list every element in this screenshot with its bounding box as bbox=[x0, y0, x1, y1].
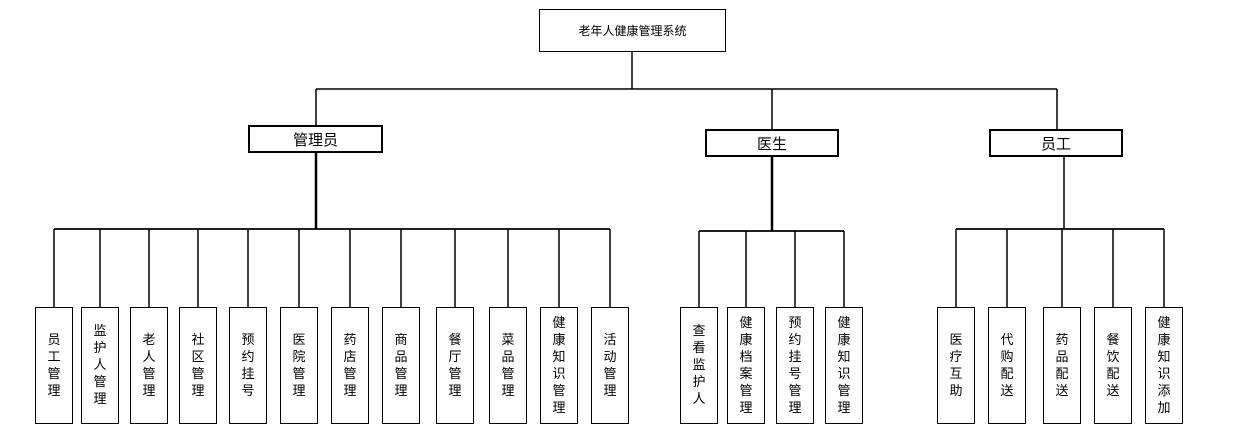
leaf-label: 商品管理 bbox=[394, 332, 408, 399]
leaf-node: 预约挂号 bbox=[229, 307, 267, 424]
leaf-node: 餐厅管理 bbox=[436, 307, 474, 424]
leaf-label: 药店管理 bbox=[343, 332, 357, 399]
leaf-node: 医疗互助 bbox=[937, 307, 975, 424]
leaf-label: 监护人管理 bbox=[93, 324, 107, 407]
leaf-label: 预约挂号管理 bbox=[788, 315, 802, 416]
leaf-label: 医疗互助 bbox=[949, 332, 963, 399]
leaf-label: 健康知识管理 bbox=[837, 315, 851, 416]
leaf-node: 医院管理 bbox=[280, 307, 318, 424]
leaf-node: 健康知识管理 bbox=[540, 307, 578, 424]
leaf-node: 健康知识管理 bbox=[825, 307, 863, 424]
role-label: 管理员 bbox=[292, 130, 338, 149]
leaf-label: 预约挂号 bbox=[241, 332, 255, 399]
leaf-label: 药品配送 bbox=[1055, 332, 1069, 399]
leaf-label: 餐饮配送 bbox=[1106, 332, 1120, 399]
leaf-label: 健康知识添加 bbox=[1157, 315, 1171, 416]
leaf-node: 活动管理 bbox=[591, 307, 629, 424]
leaf-label: 医院管理 bbox=[292, 332, 306, 399]
role-node-admin: 管理员 bbox=[248, 125, 383, 153]
leaf-node: 员工管理 bbox=[35, 307, 73, 424]
leaf-label: 健康档案管理 bbox=[739, 315, 753, 416]
leaf-label: 餐厅管理 bbox=[448, 332, 462, 399]
leaf-label: 查看监护人 bbox=[692, 324, 706, 407]
leaf-label: 代购配送 bbox=[1000, 332, 1014, 399]
role-label: 员工 bbox=[1040, 134, 1071, 153]
leaf-node: 餐饮配送 bbox=[1094, 307, 1132, 424]
leaf-node: 健康知识添加 bbox=[1145, 307, 1183, 424]
leaf-label: 员工管理 bbox=[47, 332, 61, 399]
leaf-node: 预约挂号管理 bbox=[776, 307, 814, 424]
role-label: 医生 bbox=[756, 134, 787, 153]
role-node-doctor: 医生 bbox=[705, 129, 839, 157]
leaf-label: 活动管理 bbox=[603, 332, 617, 399]
leaf-node: 查看监护人 bbox=[680, 307, 718, 424]
leaf-label: 社区管理 bbox=[191, 332, 205, 399]
role-node-staff: 员工 bbox=[989, 129, 1123, 157]
leaf-node: 社区管理 bbox=[179, 307, 217, 424]
leaf-label: 健康知识管理 bbox=[552, 315, 566, 416]
leaf-node: 监护人管理 bbox=[81, 307, 119, 424]
leaf-node: 商品管理 bbox=[382, 307, 420, 424]
leaf-label: 老人管理 bbox=[142, 332, 156, 399]
root-label: 老年人健康管理系统 bbox=[578, 24, 687, 38]
leaf-node: 药品配送 bbox=[1043, 307, 1081, 424]
root-node: 老年人健康管理系统 bbox=[539, 9, 726, 52]
leaf-node: 药店管理 bbox=[331, 307, 369, 424]
leaf-label: 菜品管理 bbox=[501, 332, 515, 399]
leaf-node: 老人管理 bbox=[130, 307, 168, 424]
leaf-node: 代购配送 bbox=[988, 307, 1026, 424]
leaf-node: 健康档案管理 bbox=[727, 307, 765, 424]
leaf-node: 菜品管理 bbox=[489, 307, 527, 424]
